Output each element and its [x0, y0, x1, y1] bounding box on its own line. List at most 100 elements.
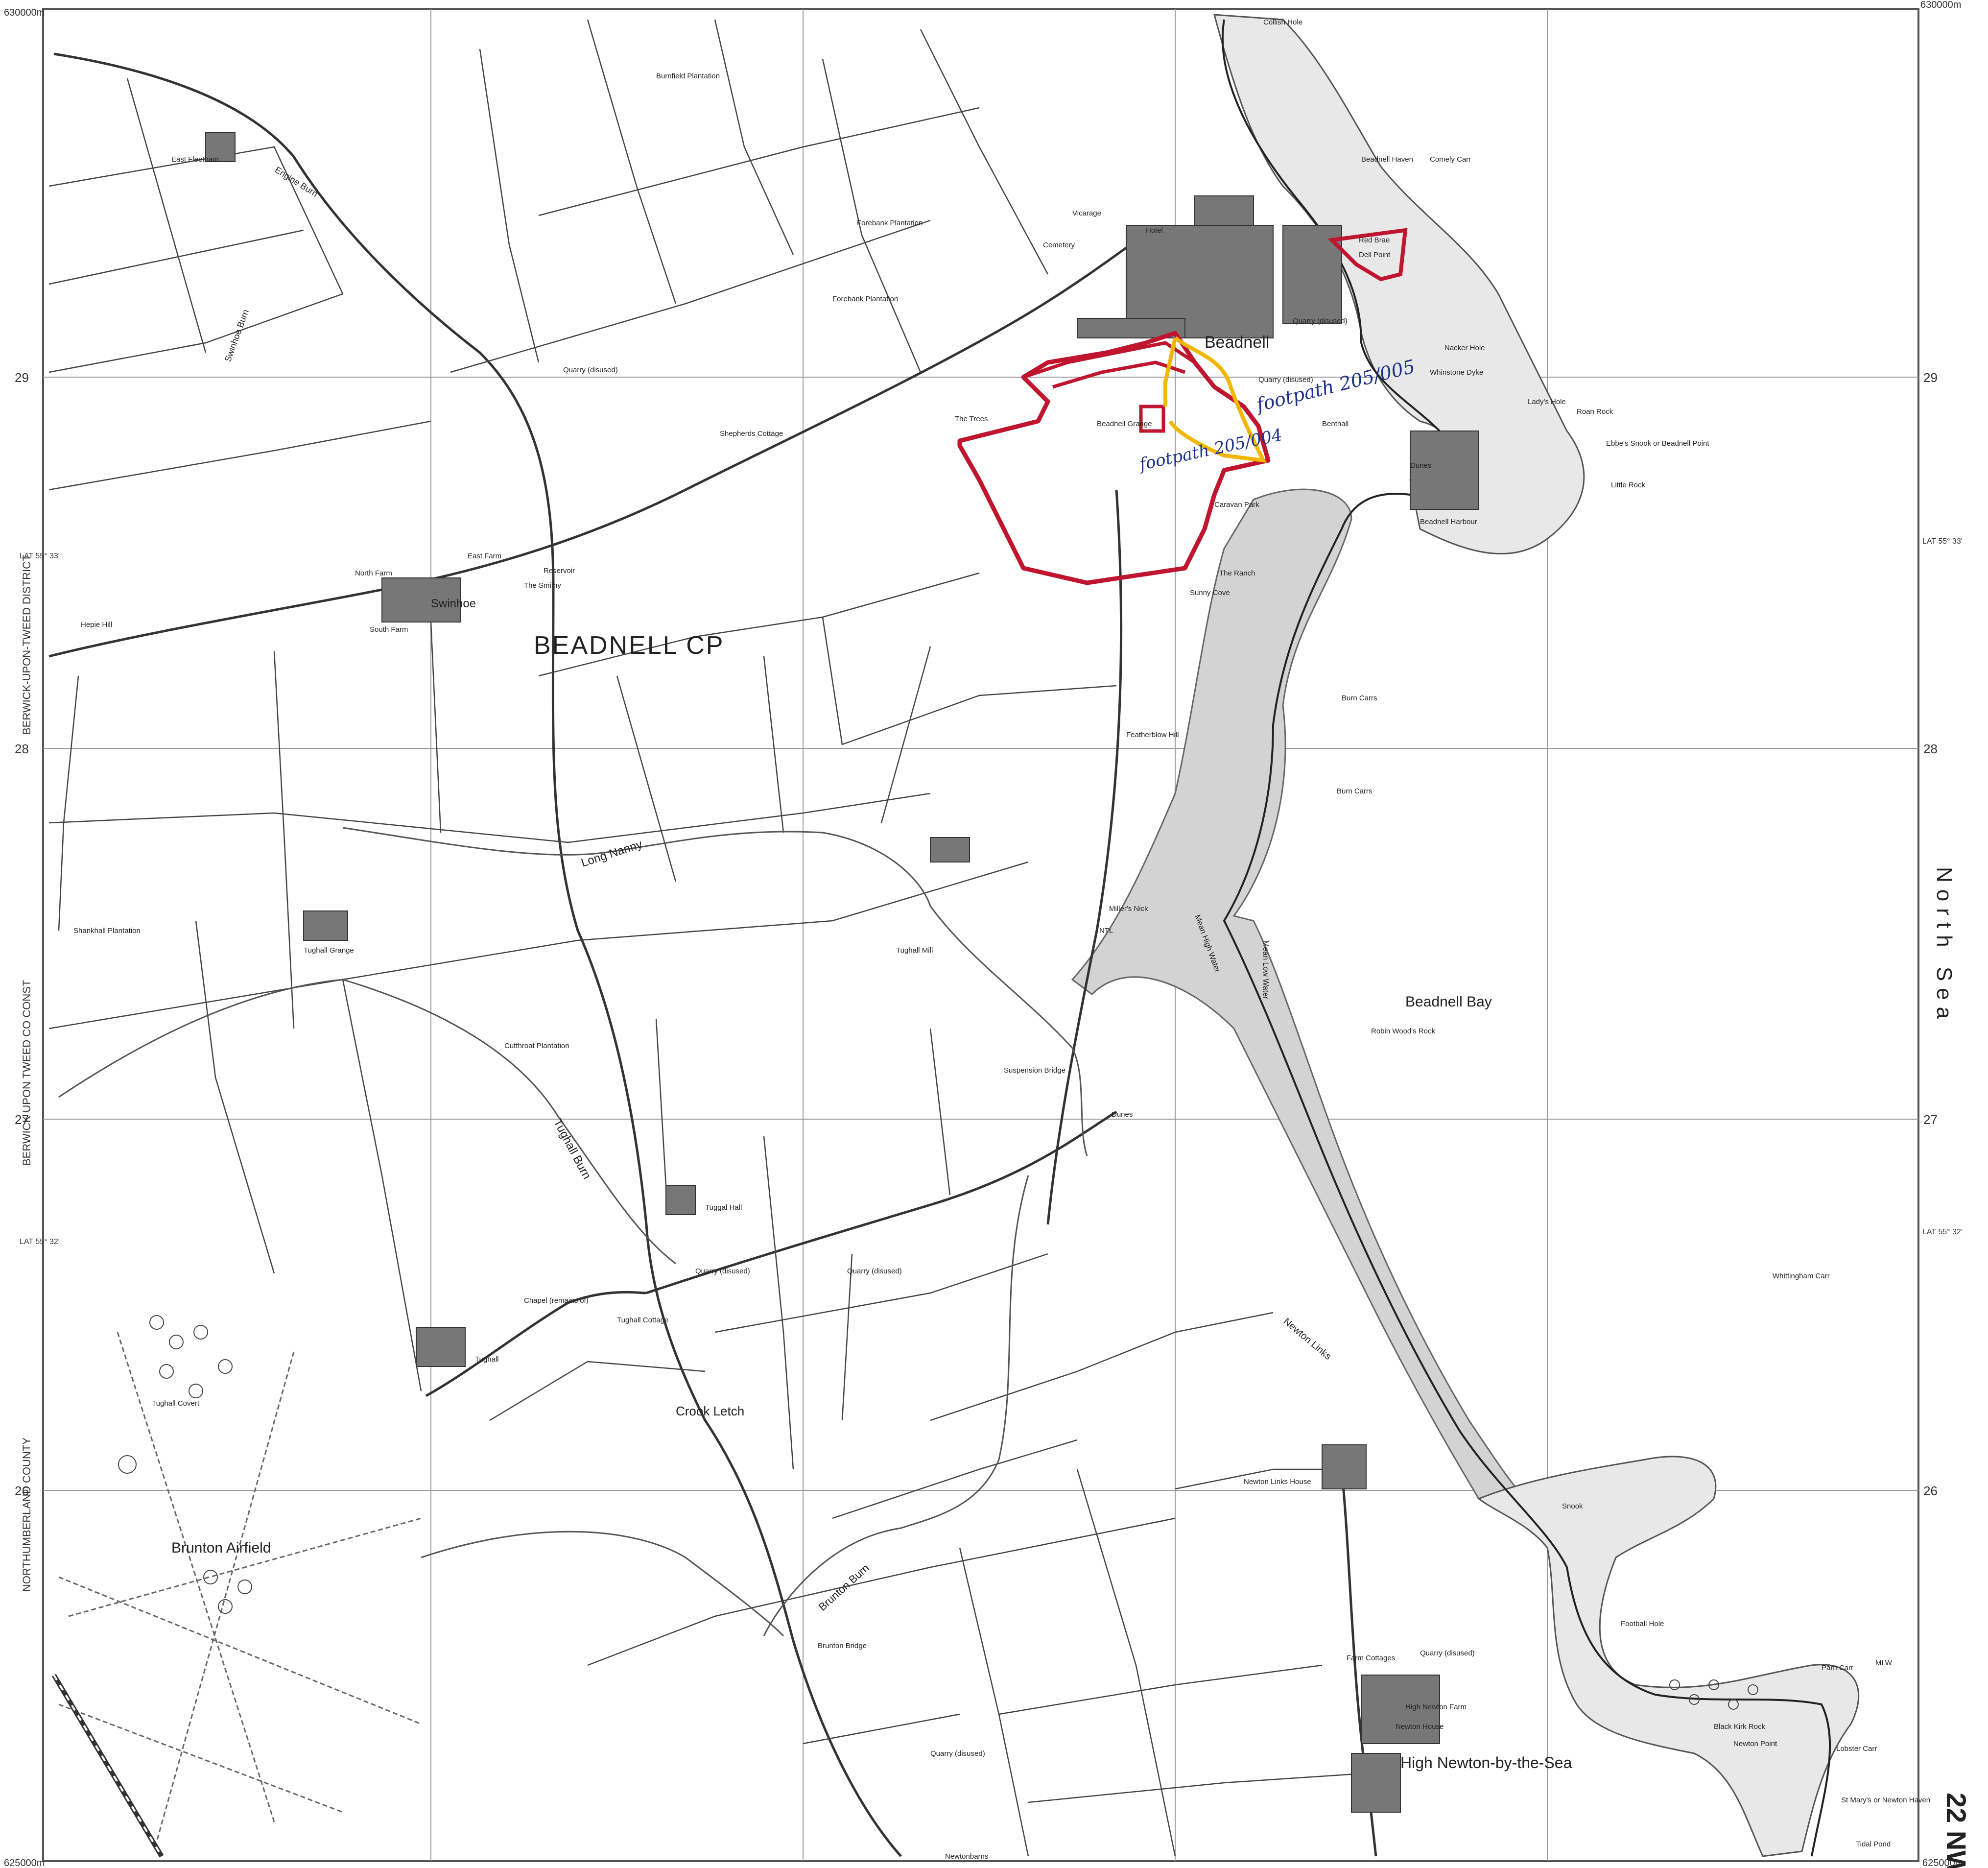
svg-text:Comely Carr: Comely Carr — [1430, 155, 1471, 164]
parish-label: BEADNELL CP — [534, 631, 724, 660]
svg-text:Snook: Snook — [1562, 1502, 1583, 1510]
footpath-route — [1163, 336, 1267, 463]
svg-text:27: 27 — [15, 1112, 29, 1127]
bay-label: Beadnell Bay — [1405, 994, 1492, 1010]
svg-text:Tughall Cottage: Tughall Cottage — [617, 1316, 668, 1324]
corner-label-tr: 630000m — [1920, 0, 1961, 10]
svg-text:Quarry (disused): Quarry (disused) — [563, 366, 618, 374]
place-crook-letch: Crook Letch — [676, 1404, 744, 1418]
coastline — [1221, 19, 1831, 1857]
svg-text:Quarry (disused): Quarry (disused) — [1258, 376, 1313, 384]
svg-text:MLW: MLW — [1875, 1659, 1893, 1667]
svg-text:Ebbe's Snook or Beadnell Point: Ebbe's Snook or Beadnell Point — [1606, 439, 1709, 448]
svg-text:Shankhall Plantation: Shankhall Plantation — [73, 927, 141, 935]
site-boundary-grange — [1139, 405, 1165, 433]
svg-text:Parn Carr: Parn Carr — [1822, 1664, 1853, 1672]
svg-text:Caravan Park: Caravan Park — [1214, 501, 1259, 509]
svg-text:Cemetery: Cemetery — [1043, 241, 1075, 249]
svg-text:East Fleetham: East Fleetham — [171, 155, 219, 164]
grid-labels-left: 29 28 27 26 — [15, 370, 29, 1498]
svg-text:Sunny Cove: Sunny Cove — [1190, 589, 1230, 597]
svg-text:Forebank Plantation: Forebank Plantation — [832, 295, 898, 303]
roads — [48, 52, 1377, 1857]
svg-text:28: 28 — [15, 742, 29, 756]
svg-text:St Mary's or Newton Haven: St Mary's or Newton Haven — [1841, 1796, 1930, 1804]
corner-label-tl: 630000m — [4, 7, 45, 18]
svg-text:Chapel (remains of): Chapel (remains of) — [524, 1296, 589, 1305]
svg-text:Featherblow Hill: Featherblow Hill — [1126, 731, 1179, 739]
svg-text:Newton House: Newton House — [1396, 1723, 1444, 1731]
lat-label-upper-right: LAT 55° 33' — [1922, 537, 1963, 546]
svg-text:Burn Carrs: Burn Carrs — [1342, 694, 1377, 702]
sheet-label: 22 NW — [1941, 1793, 1972, 1868]
svg-text:Quarry (disused): Quarry (disused) — [695, 1267, 750, 1275]
site-boundary-main — [957, 331, 1271, 585]
svg-text:Quarry (disused): Quarry (disused) — [847, 1267, 902, 1275]
svg-text:North Farm: North Farm — [355, 569, 392, 577]
grid-labels-right: 29 28 27 26 — [1923, 370, 1938, 1498]
svg-text:Black Kirk Rock: Black Kirk Rock — [1714, 1723, 1766, 1731]
svg-text:Dunes: Dunes — [1410, 461, 1431, 470]
svg-text:28: 28 — [1923, 742, 1938, 756]
svg-text:29: 29 — [1923, 370, 1938, 385]
side-label-county: NORTHUMBERLAND COUNTY — [21, 1437, 33, 1592]
long-nanny-stream — [342, 827, 1088, 1156]
lat-label-lower-left: LAT 55° 32' — [20, 1238, 60, 1246]
svg-text:Beadnell Haven: Beadnell Haven — [1361, 155, 1413, 164]
svg-text:Reservoir: Reservoir — [544, 567, 575, 575]
svg-text:South Farm: South Farm — [370, 625, 408, 634]
svg-text:Roan Rock: Roan Rock — [1577, 407, 1613, 416]
svg-text:27: 27 — [1923, 1112, 1938, 1127]
corner-label-bl: 625000m — [4, 1858, 45, 1868]
sea-label: North Sea — [1932, 867, 1956, 1026]
buildings — [205, 132, 1479, 1813]
svg-text:Newtonbarns: Newtonbarns — [945, 1852, 988, 1861]
svg-text:Tidal Pond: Tidal Pond — [1856, 1840, 1891, 1848]
railway — [51, 1674, 164, 1858]
svg-text:Tuggal Hall: Tuggal Hall — [705, 1203, 742, 1212]
svg-text:Brunton Bridge: Brunton Bridge — [818, 1642, 867, 1650]
svg-text:Farm Cottages: Farm Cottages — [1347, 1654, 1395, 1662]
svg-text:The Ranch: The Ranch — [1219, 569, 1255, 577]
svg-text:Tughall Grange: Tughall Grange — [304, 946, 354, 955]
svg-text:Newton Links House: Newton Links House — [1244, 1478, 1311, 1486]
site-boundary-red-brae — [1327, 228, 1408, 282]
svg-text:High Newton Farm: High Newton Farm — [1405, 1703, 1467, 1711]
place-brunton-airfield: Brunton Airfield — [171, 1540, 271, 1556]
grid — [43, 9, 1918, 1861]
minor-labels: East Fleetham North Farm East Farm South… — [73, 18, 1930, 1861]
svg-text:Quarry (disused): Quarry (disused) — [1420, 1649, 1475, 1657]
woodland — [118, 1315, 1758, 1710]
svg-text:Nacker Hole: Nacker Hole — [1444, 344, 1485, 352]
svg-text:Beadnell Harbour: Beadnell Harbour — [1420, 518, 1477, 526]
side-label-const: BERWICK UPON TWEED CO CONST — [21, 980, 33, 1166]
lat-label-lower-right: LAT 55° 32' — [1922, 1228, 1963, 1236]
svg-text:Newton Point: Newton Point — [1733, 1740, 1777, 1748]
svg-text:The Trees: The Trees — [955, 415, 988, 423]
svg-text:Little Rock: Little Rock — [1611, 481, 1646, 489]
place-beadnell: Beadnell — [1205, 333, 1269, 352]
airfield-runways — [58, 1332, 422, 1842]
svg-text:East Farm: East Farm — [468, 552, 501, 560]
rocky-foreshore-south — [1477, 1456, 1860, 1857]
place-swinhoe: Swinhoe — [431, 597, 476, 610]
side-label-district: BERWICK-UPON-TWEED DISTRICT — [21, 555, 33, 735]
lat-label-upper-left: LAT 55° 33' — [20, 552, 60, 560]
svg-text:Forebank Plantation: Forebank Plantation — [857, 219, 923, 227]
svg-text:Dell Point: Dell Point — [1359, 251, 1391, 259]
svg-text:Beadnell Grange: Beadnell Grange — [1097, 420, 1152, 428]
svg-text:Burn Carrs: Burn Carrs — [1337, 787, 1373, 795]
svg-text:Tughall Mill: Tughall Mill — [896, 946, 933, 955]
svg-text:Cutthroat Plantation: Cutthroat Plantation — [504, 1042, 569, 1050]
svg-text:26: 26 — [1923, 1484, 1938, 1498]
svg-text:Shepherds Cottage: Shepherds Cottage — [720, 430, 783, 438]
svg-text:Tughall: Tughall — [475, 1355, 499, 1364]
place-high-newton: High Newton-by-the-Sea — [1400, 1754, 1572, 1772]
streams — [58, 827, 1088, 1637]
svg-text:Quarry (disused): Quarry (disused) — [930, 1749, 985, 1758]
svg-text:Lady's Hole: Lady's Hole — [1528, 398, 1566, 406]
svg-text:Vicarage: Vicarage — [1072, 209, 1101, 217]
svg-text:Quarry (disused): Quarry (disused) — [1293, 317, 1348, 325]
svg-text:Dunes: Dunes — [1112, 1110, 1133, 1119]
